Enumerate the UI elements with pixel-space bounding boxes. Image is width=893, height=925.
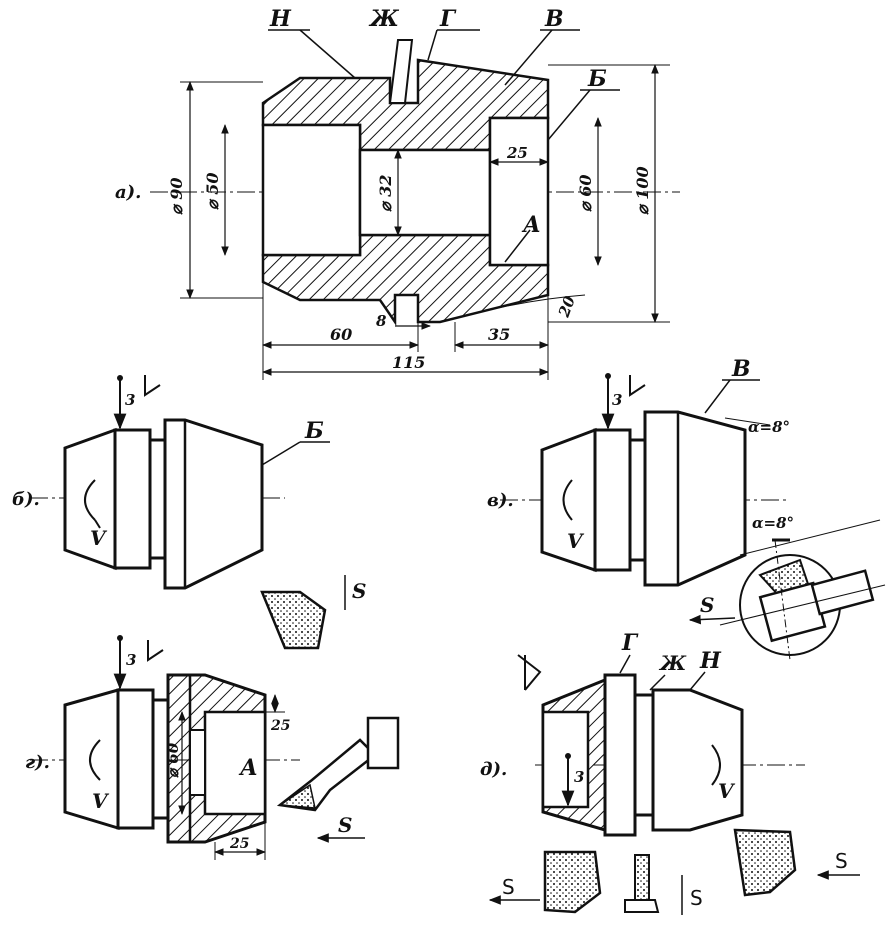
view-g: г). ⌀ 60 25 25 А V S 3 [25, 635, 400, 860]
view-d-label: д). [480, 759, 507, 780]
alpha-head: α=8° [752, 514, 794, 532]
view-a: Н Ж Г В Б А а). ⌀ 90 ⌀ 50 ⌀ 32 ⌀ 60 ⌀ 10… [115, 6, 680, 380]
clamp-3d: 3 [574, 768, 584, 786]
label-B: Б [587, 66, 607, 92]
rotation-v2: V [567, 529, 585, 553]
view-v-label: в). [487, 490, 514, 511]
dim-d50: ⌀ 50 [203, 173, 222, 210]
dim-angle20: 20 [555, 293, 580, 320]
dim-60: 60 [330, 325, 352, 344]
label-A: А [521, 212, 541, 238]
feed-s6: S [835, 849, 848, 873]
dim-25: 25 [506, 144, 528, 162]
mark-Zh-d: Ж [658, 651, 687, 675]
dim-8: 8 [376, 312, 387, 330]
clamp-3: 3 [125, 391, 135, 409]
rotation-v3: V [92, 789, 110, 813]
feed-s2: S [700, 593, 714, 617]
feed-s: S [352, 579, 366, 603]
dim-25-g2: 25 [229, 836, 249, 852]
mark-V: В [731, 356, 751, 382]
dim-25-g1: 25 [270, 718, 290, 734]
rotation-v: V [90, 526, 108, 550]
mark-A-g: А [238, 755, 258, 781]
dim-d100: ⌀ 100 [633, 166, 652, 215]
view-b: б). Б V S 3 [12, 375, 366, 650]
mark-B: Б [304, 418, 324, 444]
feed-s5: S [690, 886, 703, 910]
label-G: Г [439, 6, 457, 32]
label-V: В [544, 6, 564, 32]
rotation-v4: V [718, 779, 736, 803]
dim-35: 35 [488, 325, 510, 344]
dim-d60: ⌀ 60 [576, 175, 595, 212]
dim-d60-g: ⌀ 60 [164, 742, 182, 778]
alpha-top: α=8° [748, 418, 790, 436]
view-v: в). В α=8° α=8° V S 3 [487, 356, 886, 661]
mark-G-d: Г [621, 630, 639, 656]
view-d: д). Г Ж Н V 3 S S S [480, 630, 860, 915]
view-a-label: а). [115, 182, 141, 203]
view-b-label: б). [12, 489, 40, 510]
dim-d90: ⌀ 90 [167, 178, 186, 215]
dim-d32: ⌀ 32 [376, 175, 395, 212]
clamp-3b: 3 [612, 391, 622, 409]
clamp-3c: 3 [126, 651, 136, 669]
mark-N-d: Н [699, 648, 722, 674]
label-N: Н [269, 6, 292, 32]
feed-s4: S [502, 875, 515, 899]
view-g-label: г). [25, 752, 50, 773]
label-Zh: Ж [368, 6, 400, 32]
dim-115: 115 [392, 353, 425, 372]
feed-s3: S [338, 813, 352, 837]
